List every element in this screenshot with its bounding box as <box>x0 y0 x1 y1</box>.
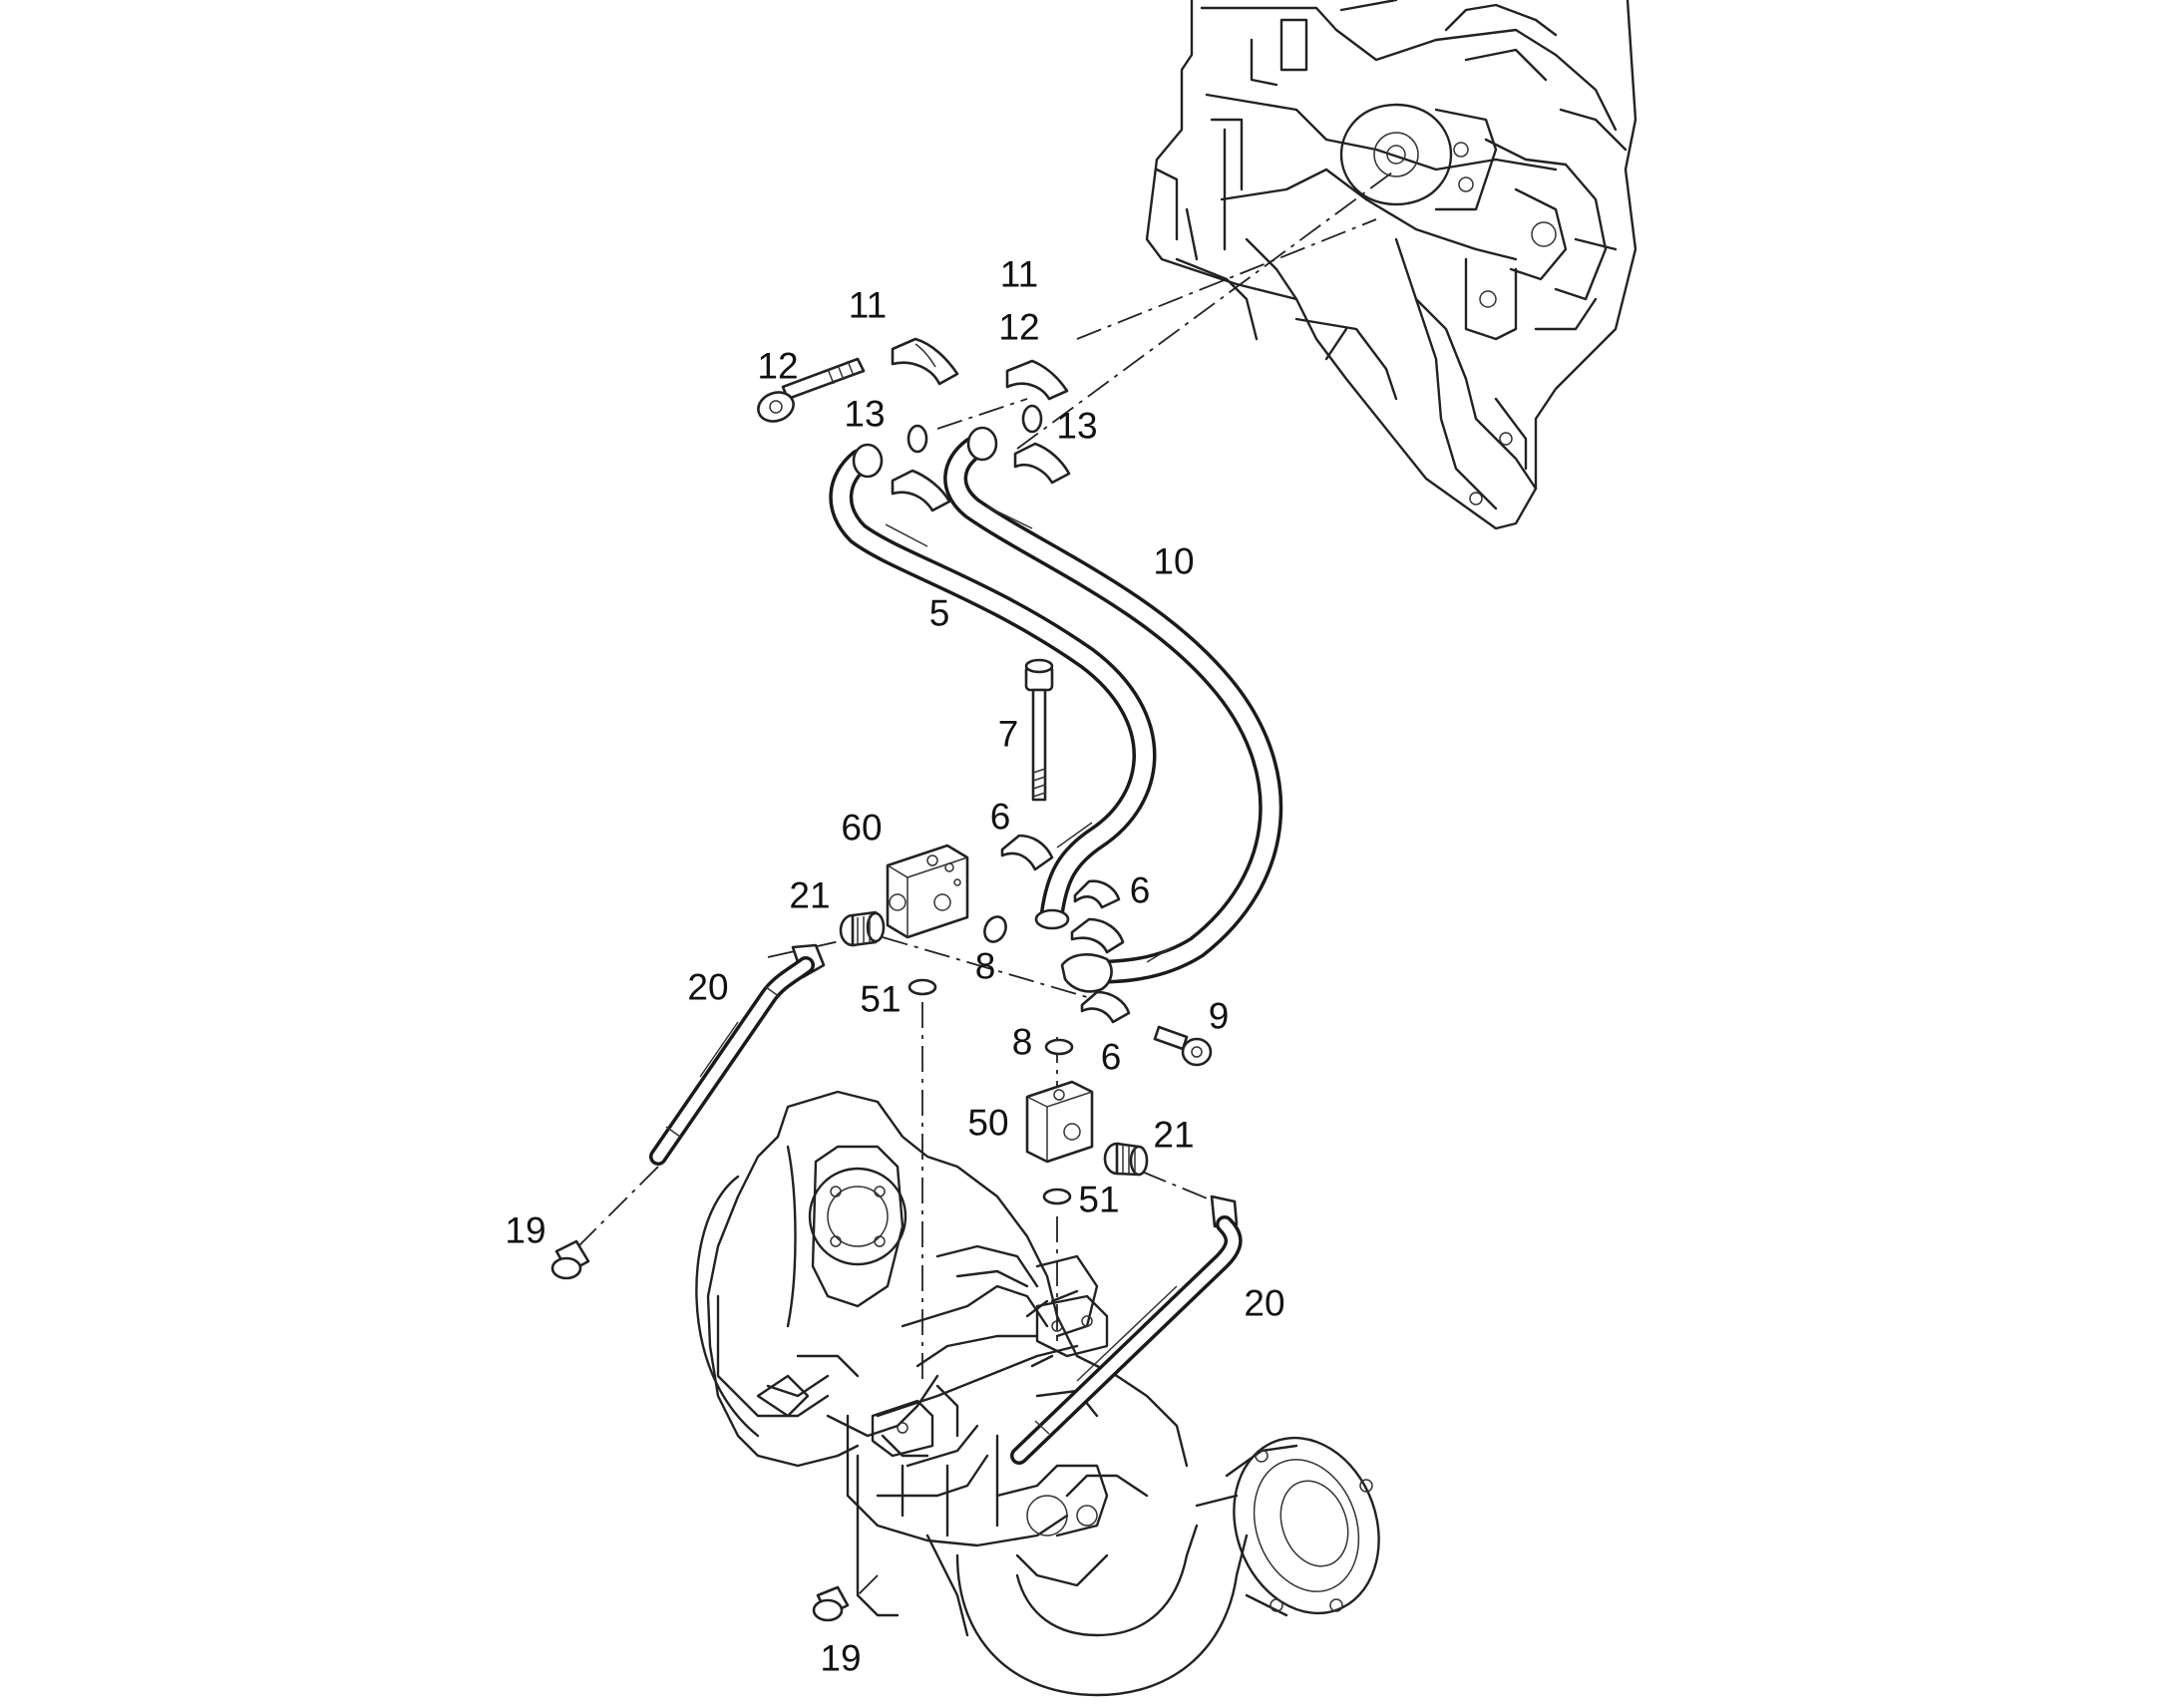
callout-9: 9 <box>1208 995 1230 1037</box>
callout-12-left: 12 <box>757 345 799 387</box>
o-ring-8-lower <box>1044 1038 1074 1056</box>
mounting-frame-assembly <box>1145 0 1637 530</box>
adapter-21-lower <box>1103 1142 1149 1177</box>
o-ring-13-right <box>1021 404 1043 434</box>
bolt-9 <box>1153 1025 1213 1067</box>
callout-8-lower: 8 <box>1011 1021 1033 1063</box>
bolt-7 <box>1024 658 1054 802</box>
o-ring-8-upper <box>983 915 1007 943</box>
callout-60: 60 <box>841 807 883 849</box>
hose-10-lower-fitting <box>1060 953 1113 993</box>
callout-10: 10 <box>1153 540 1195 582</box>
callout-20-lower: 20 <box>1244 1282 1285 1324</box>
flange-half-6-middle <box>1073 879 1121 909</box>
callout-6-lower: 6 <box>1100 1036 1122 1078</box>
callout-19-bottom: 19 <box>820 1637 862 1679</box>
bolt-12-left <box>757 357 866 423</box>
callout-50: 50 <box>967 1102 1009 1144</box>
adapter-21-upper <box>839 910 886 947</box>
hose-20-lower <box>1010 1195 1243 1465</box>
pump-transmission-assembly <box>695 1090 1380 1697</box>
callout-19-left: 19 <box>505 1209 546 1251</box>
flange-half-6-upper <box>1000 834 1054 871</box>
hose-20-upper <box>649 943 826 1166</box>
callout-51-lower: 51 <box>1078 1179 1120 1220</box>
hose-5 <box>829 449 1157 924</box>
flange-half-12-right <box>1005 359 1069 401</box>
callout-6-middle: 6 <box>1129 869 1151 911</box>
hose-5-lower-fitting <box>1034 908 1070 930</box>
callout-13-right: 13 <box>1056 405 1098 447</box>
flange-half-lower-left <box>891 469 951 512</box>
plug-19-left <box>550 1239 590 1280</box>
callout-12-right: 12 <box>998 306 1040 348</box>
flange-half-lower-right <box>1013 442 1071 485</box>
callout-51-upper: 51 <box>860 978 902 1020</box>
callout-7: 7 <box>997 713 1019 755</box>
block-50 <box>1025 1080 1094 1164</box>
flange-half-6-right <box>1070 917 1125 954</box>
flange-half-6-lower <box>1080 990 1131 1024</box>
hose-10-end-fitting <box>966 426 998 462</box>
plug-19-bottom <box>812 1585 850 1622</box>
hose-5-end-fitting <box>852 443 884 479</box>
callout-21-upper: 21 <box>789 874 831 916</box>
callout-11-right: 11 <box>999 253 1039 295</box>
assembly-centerlines <box>577 169 1397 1596</box>
flange-half-11-left <box>891 337 959 386</box>
o-ring-51-upper <box>908 978 937 996</box>
callout-5: 5 <box>928 592 950 634</box>
callout-13-left: 13 <box>844 393 886 435</box>
callout-8-upper: 8 <box>974 945 996 987</box>
hose-10 <box>943 437 1283 984</box>
callout-20-upper: 20 <box>687 966 729 1008</box>
callout-6-upper: 6 <box>989 796 1011 838</box>
o-ring-51-lower <box>1042 1188 1072 1205</box>
callout-21-lower: 21 <box>1153 1114 1195 1156</box>
callout-11-left: 11 <box>848 284 888 326</box>
o-ring-13-left <box>907 424 928 454</box>
block-60 <box>886 844 969 939</box>
